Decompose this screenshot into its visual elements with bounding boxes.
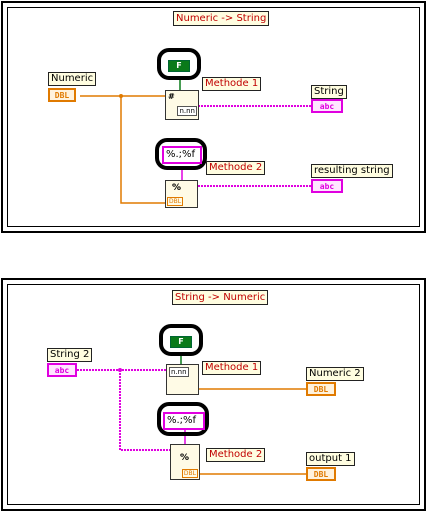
panel-inner-frame-2 [7,284,420,505]
panel1-title: Numeric -> String [173,11,270,26]
string2-terminal[interactable]: abc [47,363,77,377]
resulting-string-label: resulting string [311,164,393,178]
highlight-circle-format-2 [157,402,209,436]
wire-string2-branch-top [119,370,170,451]
numeric2-terminal[interactable]: DBL [306,382,336,396]
node4-percent-icon: % [180,453,190,463]
method2-label-2: Methode 2 [206,448,266,462]
highlight-circle-bool-2 [159,324,203,356]
output1-label: output 1 [306,452,355,466]
wire-junction [119,94,123,98]
numeric-label: Numeric [48,72,97,86]
highlight-circle-format [155,138,207,170]
panel2-title: String -> Numeric [172,290,269,305]
node1-icon-text: n.nn [177,106,197,116]
panel-inner-frame [7,7,420,227]
format-into-string-node[interactable]: % DBL [165,180,198,208]
string-out-terminal[interactable]: abc [311,99,343,113]
wire-junction-2-top [118,368,122,372]
diagram-panel-string-to-numeric [1,278,426,511]
node2-dbl-text: DBL [167,197,184,206]
method2-label: Methode 2 [206,161,266,175]
format-string-constant-2[interactable]: %.;%f [163,412,205,430]
node2-percent-icon: % [172,183,182,193]
bool-constant[interactable]: F [168,60,190,72]
output1-terminal[interactable]: DBL [306,467,336,481]
method1-label: Methode 1 [202,77,262,91]
numeric-terminal[interactable]: DBL [48,88,76,102]
scan-from-string-node[interactable]: % DBL [170,444,200,480]
string-out-label: String [311,85,347,99]
format-string-constant[interactable]: %.;%f [162,146,202,164]
method1-label-2: Methode 1 [202,361,262,375]
node3-icon-text: n.nn [169,367,189,377]
number-to-string-node[interactable]: n.nn # [165,90,199,120]
node4-dbl-text: DBL [181,469,198,478]
node1-hash-icon: # [168,92,175,101]
string2-label: String 2 [47,348,93,362]
resulting-string-terminal[interactable]: abc [311,179,343,193]
highlight-circle-bool [157,48,201,80]
string-to-number-node[interactable]: n.nn [166,364,199,395]
bool-constant-2[interactable]: F [170,336,192,348]
numeric2-label: Numeric 2 [306,367,364,381]
diagram-panel-numeric-to-string [1,1,426,233]
wire-numeric-branch [120,96,166,204]
